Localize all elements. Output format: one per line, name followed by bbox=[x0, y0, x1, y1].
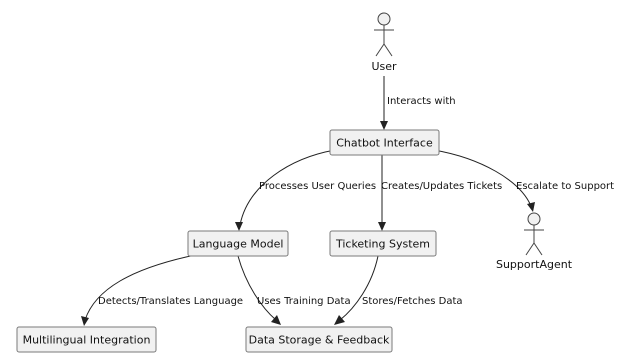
edge-line bbox=[433, 149, 532, 207]
edge-user-to-chatbot: Interacts with bbox=[380, 76, 456, 130]
node-ticketing-system: Ticketing System bbox=[329, 230, 437, 257]
node-multilingual-integration-label: Multilingual Integration bbox=[23, 334, 151, 347]
edge-label-creates-tickets: Creates/Updates Tickets bbox=[381, 181, 502, 192]
edge-label-stores-fetches: Stores/Fetches Data bbox=[362, 296, 463, 307]
actor-support-agent-icon bbox=[524, 212, 544, 256]
node-ticketing-system-label: Ticketing System bbox=[335, 238, 430, 251]
actor-user: User bbox=[371, 12, 397, 73]
arrowhead bbox=[271, 315, 281, 325]
node-data-storage: Data Storage & Feedback bbox=[245, 326, 393, 353]
arrowhead bbox=[378, 222, 386, 231]
edge-label-uses-training: Uses Training Data bbox=[257, 296, 351, 307]
edge-line bbox=[239, 149, 336, 226]
node-multilingual-integration: Multilingual Integration bbox=[16, 326, 157, 353]
edge-chatbot-to-language-model: Processes User Queries bbox=[235, 149, 376, 231]
node-chatbot-interface-label: Chatbot Interface bbox=[336, 137, 433, 150]
arrowhead bbox=[334, 315, 345, 325]
edge-language-model-to-data-storage: Uses Training Data bbox=[237, 255, 351, 325]
node-language-model: Language Model bbox=[187, 230, 289, 257]
edge-label-detects-translates: Detects/Translates Language bbox=[98, 296, 243, 307]
edge-line bbox=[237, 255, 277, 321]
edge-ticketing-to-data-storage: Stores/Fetches Data bbox=[334, 255, 463, 325]
node-data-storage-label: Data Storage & Feedback bbox=[249, 334, 390, 347]
edge-line bbox=[84, 253, 201, 321]
actor-support-agent-label: SupportAgent bbox=[496, 258, 573, 271]
edge-chatbot-to-ticketing: Creates/Updates Tickets bbox=[378, 155, 502, 231]
edge-chatbot-to-support-agent: Escalate to Support bbox=[433, 149, 614, 212]
actor-user-icon bbox=[374, 12, 394, 57]
arrowhead bbox=[527, 202, 535, 212]
arrowhead bbox=[235, 222, 243, 231]
arrowhead bbox=[380, 121, 388, 130]
edge-language-model-to-multilingual: Detects/Translates Language bbox=[81, 253, 243, 326]
node-chatbot-interface: Chatbot Interface bbox=[329, 129, 440, 156]
edge-line bbox=[339, 255, 379, 321]
edge-label-escalate: Escalate to Support bbox=[516, 181, 614, 192]
node-language-model-label: Language Model bbox=[193, 238, 284, 251]
actor-support-agent: SupportAgent bbox=[496, 212, 573, 271]
edge-label-interacts-with: Interacts with bbox=[387, 96, 456, 107]
edge-label-processes-queries: Processes User Queries bbox=[259, 181, 376, 192]
arrowhead bbox=[81, 316, 89, 326]
actor-user-label: User bbox=[371, 60, 397, 73]
